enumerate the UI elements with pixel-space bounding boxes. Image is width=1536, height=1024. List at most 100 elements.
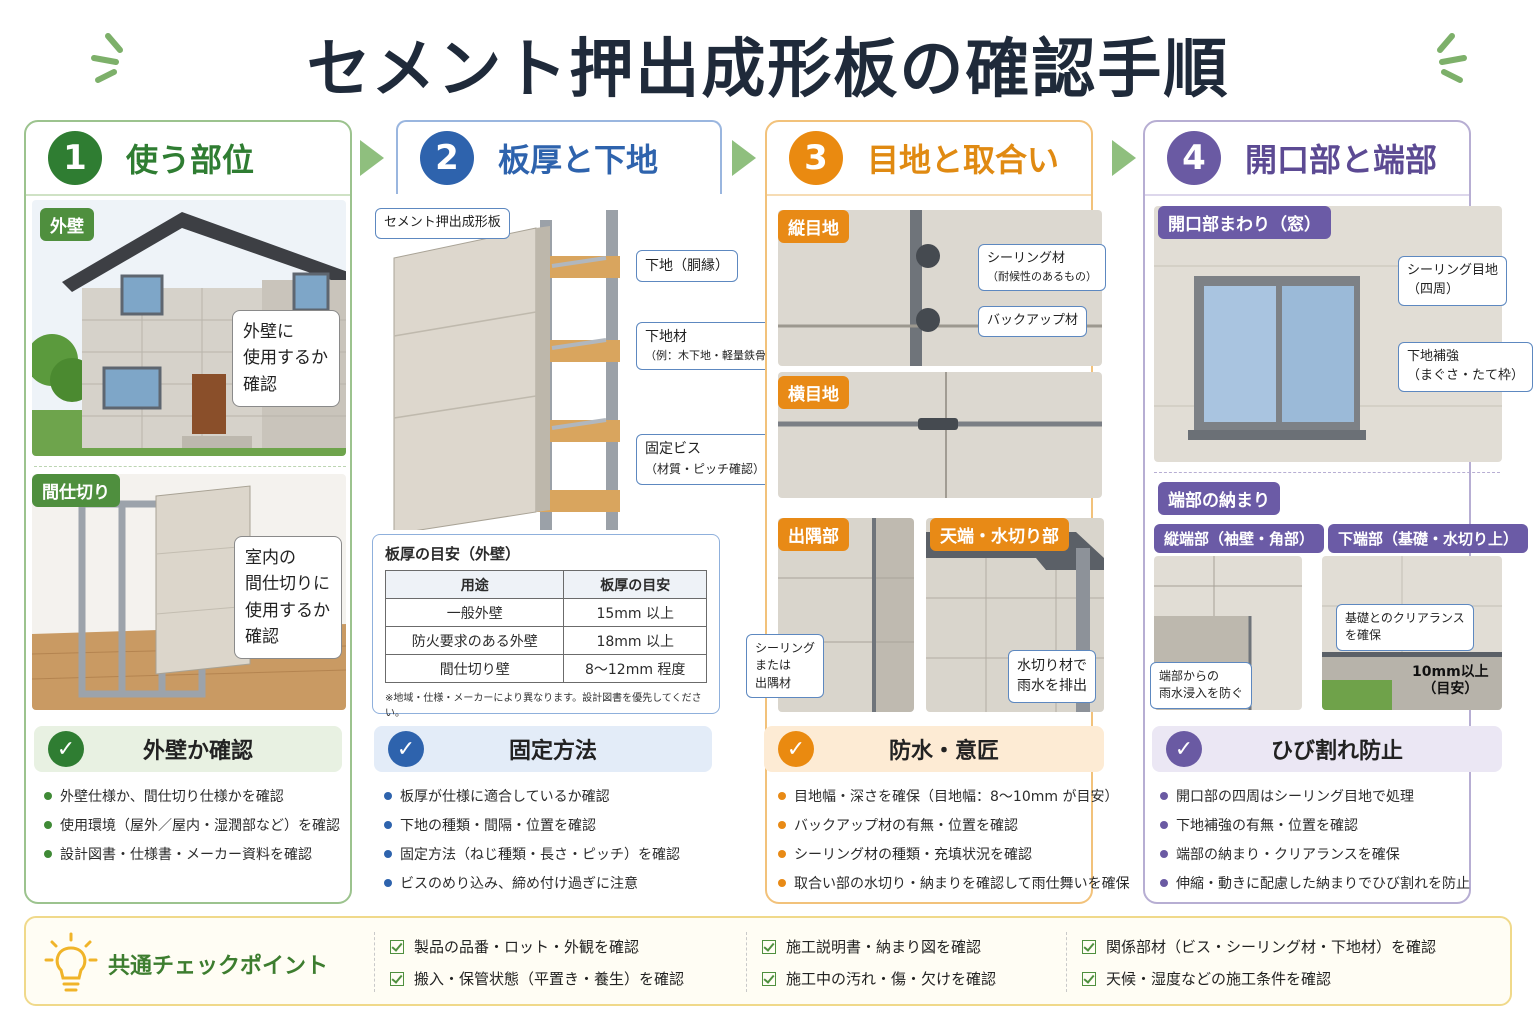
step-number: 3: [789, 131, 843, 185]
list-item: 下地の種類・間隔・位置を確認: [380, 815, 680, 835]
lightbulb-icon: [44, 932, 98, 992]
callout-screw: 固定ビス（材質・ピッチ確認）: [636, 434, 775, 486]
sparkle-icon: [91, 33, 123, 83]
list-item: 開口部の四周はシーリング目地で処理: [1156, 786, 1470, 806]
clearance-dimension-label: 10mm以上 （目安）: [1412, 664, 1489, 697]
list-item: 使用環境（屋外／屋内・湿潤部など）を確認: [40, 815, 340, 835]
divider: [34, 466, 346, 467]
callout-board: セメント押出成形板: [375, 208, 510, 239]
list-item: 設計図書・仕様書・メーカー資料を確認: [40, 844, 340, 864]
common-item: 施工中の汚れ・傷・欠けを確認: [762, 968, 996, 989]
common-item: 天候・湿度などの施工条件を確認: [1082, 968, 1331, 989]
step-3-header: 3 目地と取合い: [767, 122, 1091, 196]
list-item: 固定方法（ねじ種類・長さ・ピッチ）を確認: [380, 844, 680, 864]
common-item: 関係部材（ビス・シーリング材・下地材）を確認: [1082, 936, 1436, 957]
common-checkpoints: 共通チェックポイント 製品の品番・ロット・外観を確認 搬入・保管状態（平置き・養…: [24, 916, 1512, 1006]
step-number: 4: [1167, 131, 1221, 185]
common-item: 施工説明書・納まり図を確認: [762, 936, 981, 957]
checkbox-icon: [762, 971, 776, 986]
callout-partition: 室内の 間仕切りに 使用するか 確認: [234, 536, 342, 660]
check-title: 防水・意匠: [888, 739, 999, 764]
check-banner-2: ✓ 固定方法: [374, 726, 712, 772]
page-title: セメント押出成形板の確認手順: [306, 33, 1230, 107]
step-3-bullets: 目地幅・深さを確保（目地幅：8～10mm が目安） バックアップ材の有無・位置を…: [774, 786, 1130, 902]
check-icon: ✓: [388, 731, 424, 767]
divider: [374, 932, 375, 992]
window-opening-illustration: [1154, 206, 1502, 462]
step-heading: 使う部位: [126, 141, 255, 179]
step-4-header: 4 開口部と端部: [1145, 122, 1469, 196]
check-icon: ✓: [778, 731, 814, 767]
list-item: 外壁仕様か、間仕切り仕様かを確認: [40, 786, 340, 806]
list-item: ビスのめり込み、締め付け過ぎに注意: [380, 873, 680, 893]
check-banner-4: ✓ ひび割れ防止: [1152, 726, 1502, 772]
callout-reinforcement: 下地補強 （まぐさ・たて枠）: [1398, 342, 1534, 392]
callout-exterior: 外壁に 使用するか 確認: [232, 310, 340, 408]
step-heading: 目地と取合い: [867, 141, 1060, 179]
checkbox-icon: [762, 939, 776, 954]
step-1-bullets: 外壁仕様か、間仕切り仕様かを確認 使用環境（屋外／屋内・湿潤部など）を確認 設計…: [40, 786, 340, 873]
joint-tag-vertical: 縦目地: [778, 210, 849, 243]
joint-tag-corner: 出隅部: [778, 518, 849, 551]
callout-opening-sealant: シーリング目地 （四周）: [1398, 256, 1508, 306]
divider: [746, 932, 747, 992]
list-item: シーリング材の種類・充填状況を確認: [774, 844, 1130, 864]
callout-edge-water: 端部からの 雨水浸入を防ぐ: [1150, 662, 1253, 709]
step-2-bullets: 板厚が仕様に適合しているか確認 下地の種類・間隔・位置を確認 固定方法（ねじ種類…: [380, 786, 680, 902]
list-item: バックアップ材の有無・位置を確認: [774, 815, 1130, 835]
step-number: 1: [48, 131, 102, 185]
checkbox-icon: [390, 971, 404, 986]
edge-tag-vertical: 縦端部（袖壁・角部）: [1154, 524, 1325, 553]
step-2-header: 2 板厚と下地: [396, 120, 722, 194]
board-substrate-illustration: [393, 210, 620, 530]
checkbox-icon: [1082, 939, 1096, 954]
callout-furring: 下地（胴縁）: [636, 250, 738, 283]
callout-sealant: シーリング材（耐候性のあるもの）: [978, 244, 1106, 292]
divider: [1066, 932, 1067, 992]
opening-tag-window: 開口部まわり（窓）: [1158, 206, 1331, 239]
divider: [1154, 472, 1500, 473]
checkbox-icon: [390, 939, 404, 954]
callout-clearance: 基礎とのクリアランス を確保: [1336, 604, 1474, 651]
list-item: 取合い部の水切り・納まりを確認して雨仕舞いを確保: [774, 873, 1130, 893]
step-heading: 板厚と下地: [498, 141, 659, 179]
common-title: 共通チェックポイント: [108, 954, 329, 979]
edge-tag-detail: 端部の納まり: [1158, 482, 1280, 515]
next-step-arrow: [360, 140, 384, 176]
sparkle-icon: [1437, 33, 1467, 83]
guide-note: ※地域・仕様・メーカーにより異なります。設計図書を優先してください。: [385, 693, 702, 719]
step-heading: 開口部と端部: [1245, 141, 1438, 179]
check-icon: ✓: [1166, 731, 1202, 767]
checkbox-icon: [1082, 971, 1096, 986]
list-item: 伸縮・動きに配慮した納まりでひび割れを防止: [1156, 873, 1470, 893]
next-step-arrow: [1112, 140, 1136, 176]
check-title: 固定方法: [508, 739, 597, 764]
joint-tag-horizontal: 横目地: [778, 376, 849, 409]
check-title: 外壁か確認: [142, 739, 253, 764]
step-4-bullets: 開口部の四周はシーリング目地で処理 下地補強の有無・位置を確認 端部の納まり・ク…: [1156, 786, 1470, 902]
common-item: 製品の品番・ロット・外観を確認: [390, 936, 639, 957]
list-item: 目地幅・深さを確保（目地幅：8～10mm が目安）: [774, 786, 1130, 806]
callout-flashing: 水切り材で 雨水を排出: [1008, 650, 1096, 703]
location-tag-partition: 間仕切り: [32, 474, 120, 507]
list-item: 板厚が仕様に適合しているか確認: [380, 786, 680, 806]
check-icon: ✓: [48, 731, 84, 767]
guide-title: 板厚の目安（外壁）: [385, 545, 521, 563]
common-item: 搬入・保管状態（平置き・養生）を確認: [390, 968, 684, 989]
next-step-arrow: [732, 140, 756, 176]
edge-tag-bottom: 下端部（基礎・水切り上）: [1328, 524, 1529, 553]
check-banner-1: ✓ 外壁か確認: [34, 726, 342, 772]
check-banner-3: ✓ 防水・意匠: [764, 726, 1104, 772]
step-1-header: 1 使う部位: [26, 122, 350, 196]
list-item: 端部の納まり・クリアランスを確保: [1156, 844, 1470, 864]
location-tag-exterior: 外壁: [40, 208, 94, 241]
joint-tag-parapet: 天端・水切り部: [930, 518, 1069, 551]
step-number: 2: [420, 131, 474, 185]
callout-substrate: 下地材（例：木下地・軽量鉄骨）: [636, 322, 786, 371]
list-item: 下地補強の有無・位置を確認: [1156, 815, 1470, 835]
